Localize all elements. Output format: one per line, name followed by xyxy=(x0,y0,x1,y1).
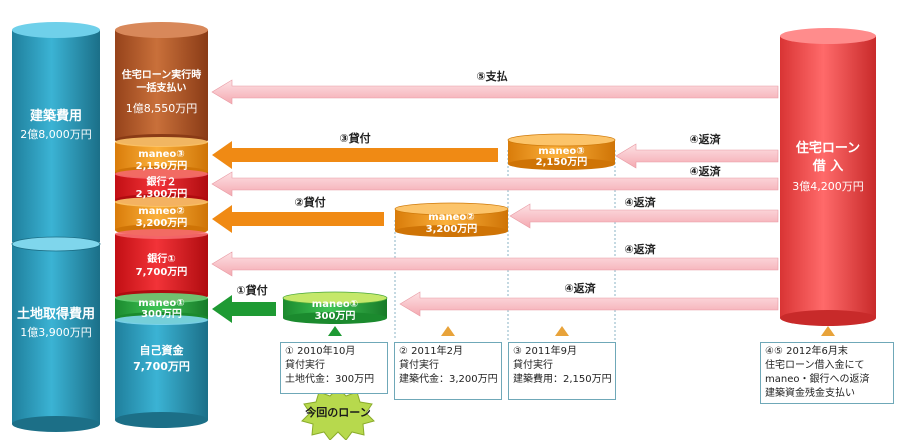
seg2-value: 2,150万円 xyxy=(136,160,188,172)
note4-line3: maneo・銀行への返済 xyxy=(765,374,870,385)
drum3-value: 2,150万円 xyxy=(536,156,588,168)
note-2: ② 2011年2月 貸付実行 建築代金：3,200万円 xyxy=(394,342,502,400)
seg3-label: 銀行２ xyxy=(147,175,177,188)
seg2-label: maneo③ xyxy=(138,149,184,160)
arrow-repay-c xyxy=(509,203,779,229)
seg7-label: 自己資金 xyxy=(140,343,185,357)
triangle-4 xyxy=(821,326,835,336)
label-repay-3: ④返済 xyxy=(624,195,656,209)
arrow-repay-d xyxy=(211,251,779,277)
loan-label-line2: 借 入 xyxy=(812,158,844,174)
arrow-repay-a xyxy=(615,143,779,169)
label-repay-5: ④返済 xyxy=(564,281,596,295)
seg1-line1: 住宅ローン実行時 xyxy=(122,68,202,81)
seg4-label: maneo② xyxy=(138,206,184,217)
note2-line2: 貸付実行 xyxy=(399,360,439,371)
label-loan2: ②貸付 xyxy=(294,195,325,209)
building-cost-label: 建築費用 xyxy=(30,108,82,124)
badge-text: 今回のローン xyxy=(304,405,370,419)
triangle-green xyxy=(328,326,342,336)
note-1: ① 2010年10月 貸付実行 土地代金：300万円 xyxy=(280,342,388,394)
triangle-markers xyxy=(328,326,835,336)
note-4: ④⑤ 2012年6月末 住宅ローン借入金にて maneo・銀行への返済 建築資金… xyxy=(760,342,894,404)
triangle-3 xyxy=(555,326,569,336)
drum3-label: maneo③ xyxy=(538,146,584,157)
arrow-loan1 xyxy=(212,295,276,323)
arrow-payment xyxy=(211,79,779,105)
land-cost-value: 1億3,900万円 xyxy=(20,326,92,339)
label-repay-4: ④返済 xyxy=(624,242,656,256)
label-repay-2: ④返済 xyxy=(689,164,721,178)
note4-line2: 住宅ローン借入金にて xyxy=(765,360,865,371)
note3-line1: ③ 2011年9月 xyxy=(513,346,577,357)
seg5-value: 7,700万円 xyxy=(136,266,188,278)
land-cost-label: 土地取得費用 xyxy=(17,306,95,322)
drum-maneo2: maneo② 3,200万円 xyxy=(394,202,509,237)
left-column: 建築費用 2億8,000万円 土地取得費用 1億3,900万円 xyxy=(11,22,101,432)
triangle-2 xyxy=(441,326,455,336)
drum2-label: maneo② xyxy=(428,212,474,223)
pink-arrows xyxy=(211,79,779,317)
label-repay-1: ④返済 xyxy=(689,132,721,146)
note1-line2: 貸付実行 xyxy=(285,360,325,371)
arrow-repay-e xyxy=(399,291,779,317)
seg6-value: 300万円 xyxy=(141,308,182,320)
note1-line3: 土地代金：300万円 xyxy=(285,374,375,385)
drum1-value: 300万円 xyxy=(315,310,356,322)
note-3: ③ 2011年9月 貸付実行 建築費用：2,150万円 xyxy=(508,342,616,400)
seg5-label: 銀行① xyxy=(147,252,175,265)
building-cost-value: 2億8,000万円 xyxy=(20,128,92,141)
seg1-line2: 一括支払い xyxy=(137,81,187,94)
label-loan3: ③貸付 xyxy=(339,131,370,145)
note1-line1: ① 2010年10月 xyxy=(285,346,356,357)
note3-line2: 貸付実行 xyxy=(513,360,553,371)
note2-line1: ② 2011年2月 xyxy=(399,346,463,357)
label-payment: ⑤支払 xyxy=(476,69,507,83)
seg3-value: 2,300万円 xyxy=(136,188,188,200)
note3-line3: 建築費用：2,150万円 xyxy=(513,374,612,385)
label-loan1: ①貸付 xyxy=(236,283,267,297)
drum-maneo1: maneo① 300万円 xyxy=(282,291,388,324)
loan-value: 3億4,200万円 xyxy=(792,180,864,193)
seg1-value: 1億8,550万円 xyxy=(126,102,198,115)
current-loan-badge: 今回のローン xyxy=(301,387,375,440)
stacked-column: 住宅ローン実行時 一括支払い 1億8,550万円 maneo③ 2,150万円 … xyxy=(115,22,208,428)
drum-maneo3: maneo③ 2,150万円 xyxy=(507,133,616,170)
arrow-loan2 xyxy=(212,205,384,233)
guide-lines xyxy=(394,150,616,340)
note4-line4: 建築資金残金支払い xyxy=(765,388,855,399)
drum2-value: 3,200万円 xyxy=(426,223,478,235)
arrow-repay-b xyxy=(211,171,779,197)
note4-line1: ④⑤ 2012年6月末 xyxy=(765,346,848,357)
arrow-loan3 xyxy=(212,141,498,169)
seg4-value: 3,200万円 xyxy=(136,217,188,229)
drum1-label: maneo① xyxy=(312,299,358,310)
seg7-value: 7,700万円 xyxy=(133,360,190,373)
loan-label-line1: 住宅ローン xyxy=(796,140,860,156)
seg6-label: maneo① xyxy=(138,298,184,309)
housing-loan-cylinder: 住宅ローン 借 入 3億4,200万円 xyxy=(780,28,876,326)
note2-line3: 建築代金：3,200万円 xyxy=(399,374,498,385)
